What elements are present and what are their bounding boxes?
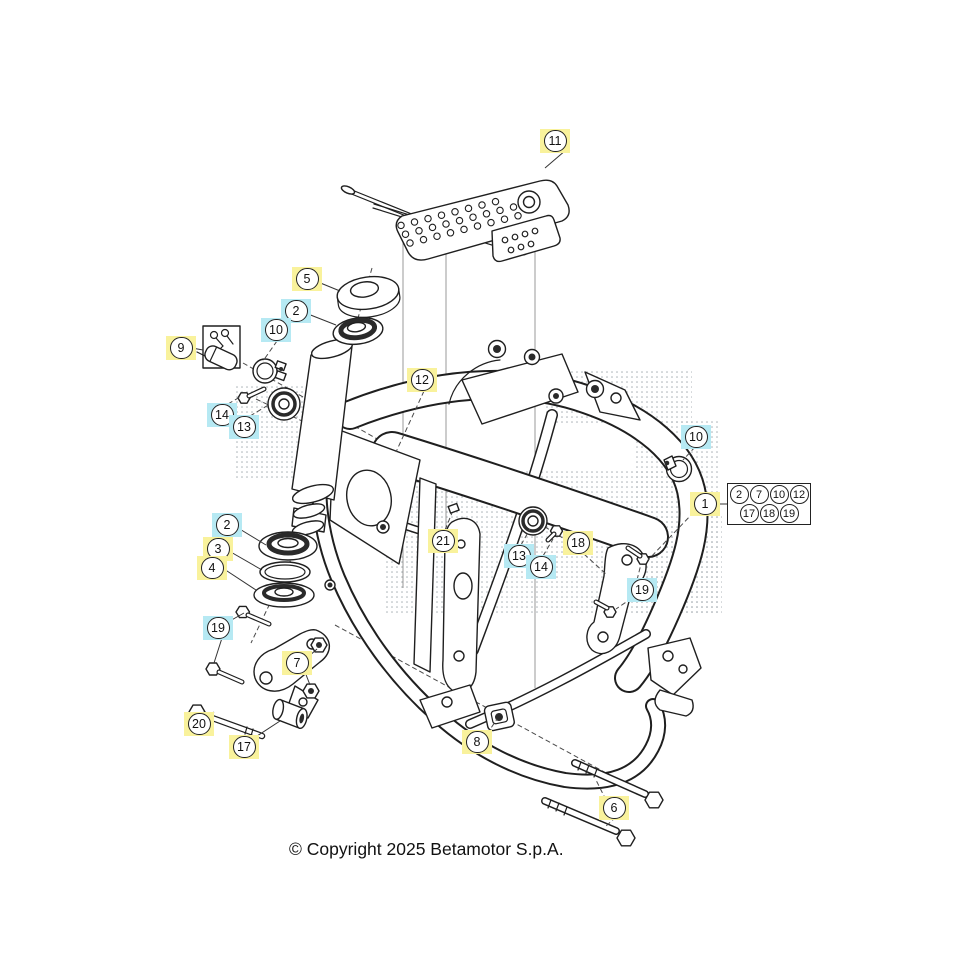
- lower-bearing-stack: [253, 531, 318, 608]
- callout-number: 19: [630, 579, 654, 601]
- callout-10[interactable]: 10: [681, 425, 711, 449]
- callout-number: 9: [169, 337, 193, 359]
- callout-number: 10: [264, 319, 288, 341]
- steering-head: [291, 338, 421, 591]
- callout-11[interactable]: 11: [540, 129, 570, 153]
- long-bolts: [541, 759, 664, 847]
- callout-12[interactable]: 12: [407, 368, 437, 392]
- callout-number: 12: [410, 369, 434, 391]
- callout-7[interactable]: 7: [282, 651, 312, 675]
- callout-9[interactable]: 9: [166, 336, 196, 360]
- callout-19[interactable]: 19: [203, 616, 233, 640]
- callout-21[interactable]: 21: [428, 529, 458, 553]
- callout-number: 11: [543, 130, 567, 152]
- callout-number: 21: [431, 530, 455, 552]
- callout-number: 17: [232, 736, 256, 758]
- steering-lock-group: [196, 325, 301, 421]
- callout-number: 18: [566, 532, 590, 554]
- callout-number: 19: [206, 617, 230, 639]
- legend-ref-19[interactable]: 19: [779, 504, 799, 523]
- legend-ref-10[interactable]: 10: [769, 485, 789, 504]
- legend-ref-2[interactable]: 2: [729, 485, 749, 504]
- callout-14[interactable]: 14: [526, 555, 556, 579]
- callout-10[interactable]: 10: [261, 318, 291, 342]
- footrest-plate: [340, 179, 570, 263]
- callout-number: 13: [232, 416, 256, 438]
- callout-6[interactable]: 6: [599, 796, 629, 820]
- callout-8[interactable]: 8: [462, 730, 492, 754]
- callout-5[interactable]: 5: [292, 267, 322, 291]
- legend-ref-12[interactable]: 12: [789, 485, 809, 504]
- callout-number: 6: [602, 797, 626, 819]
- legend-ref-7[interactable]: 7: [749, 485, 769, 504]
- callout-17[interactable]: 17: [229, 735, 259, 759]
- callout-2[interactable]: 2: [212, 513, 242, 537]
- callout-4[interactable]: 4: [197, 556, 227, 580]
- callout-number: 2: [215, 514, 239, 536]
- callout-number: 2: [284, 300, 308, 322]
- callout-13[interactable]: 13: [229, 415, 259, 439]
- callout-number: 20: [187, 713, 211, 735]
- upper-mount-brackets: [448, 339, 641, 425]
- legend-ref-18[interactable]: 18: [759, 504, 779, 523]
- callout-number: 14: [529, 556, 553, 578]
- callout-number: 8: [465, 731, 489, 753]
- right-side-hardware: [586, 455, 702, 717]
- copyright-text: © Copyright 2025 Betamotor S.p.A.: [289, 839, 564, 859]
- callout-number: 4: [200, 557, 224, 579]
- callout-number: 7: [285, 652, 309, 674]
- legend-ref-17[interactable]: 17: [739, 504, 759, 523]
- callout-number: 10: [684, 426, 708, 448]
- center-hardware: [447, 502, 564, 543]
- rubber-pad: [483, 701, 515, 732]
- callout-19[interactable]: 19: [627, 578, 657, 602]
- dust-cover-and-bearing: [332, 275, 401, 346]
- callout-number: 1: [693, 493, 717, 515]
- callout-1[interactable]: 1: [690, 492, 720, 516]
- callout-20[interactable]: 20: [184, 712, 214, 736]
- callout-18[interactable]: 18: [563, 531, 593, 555]
- callout-number: 5: [295, 268, 319, 290]
